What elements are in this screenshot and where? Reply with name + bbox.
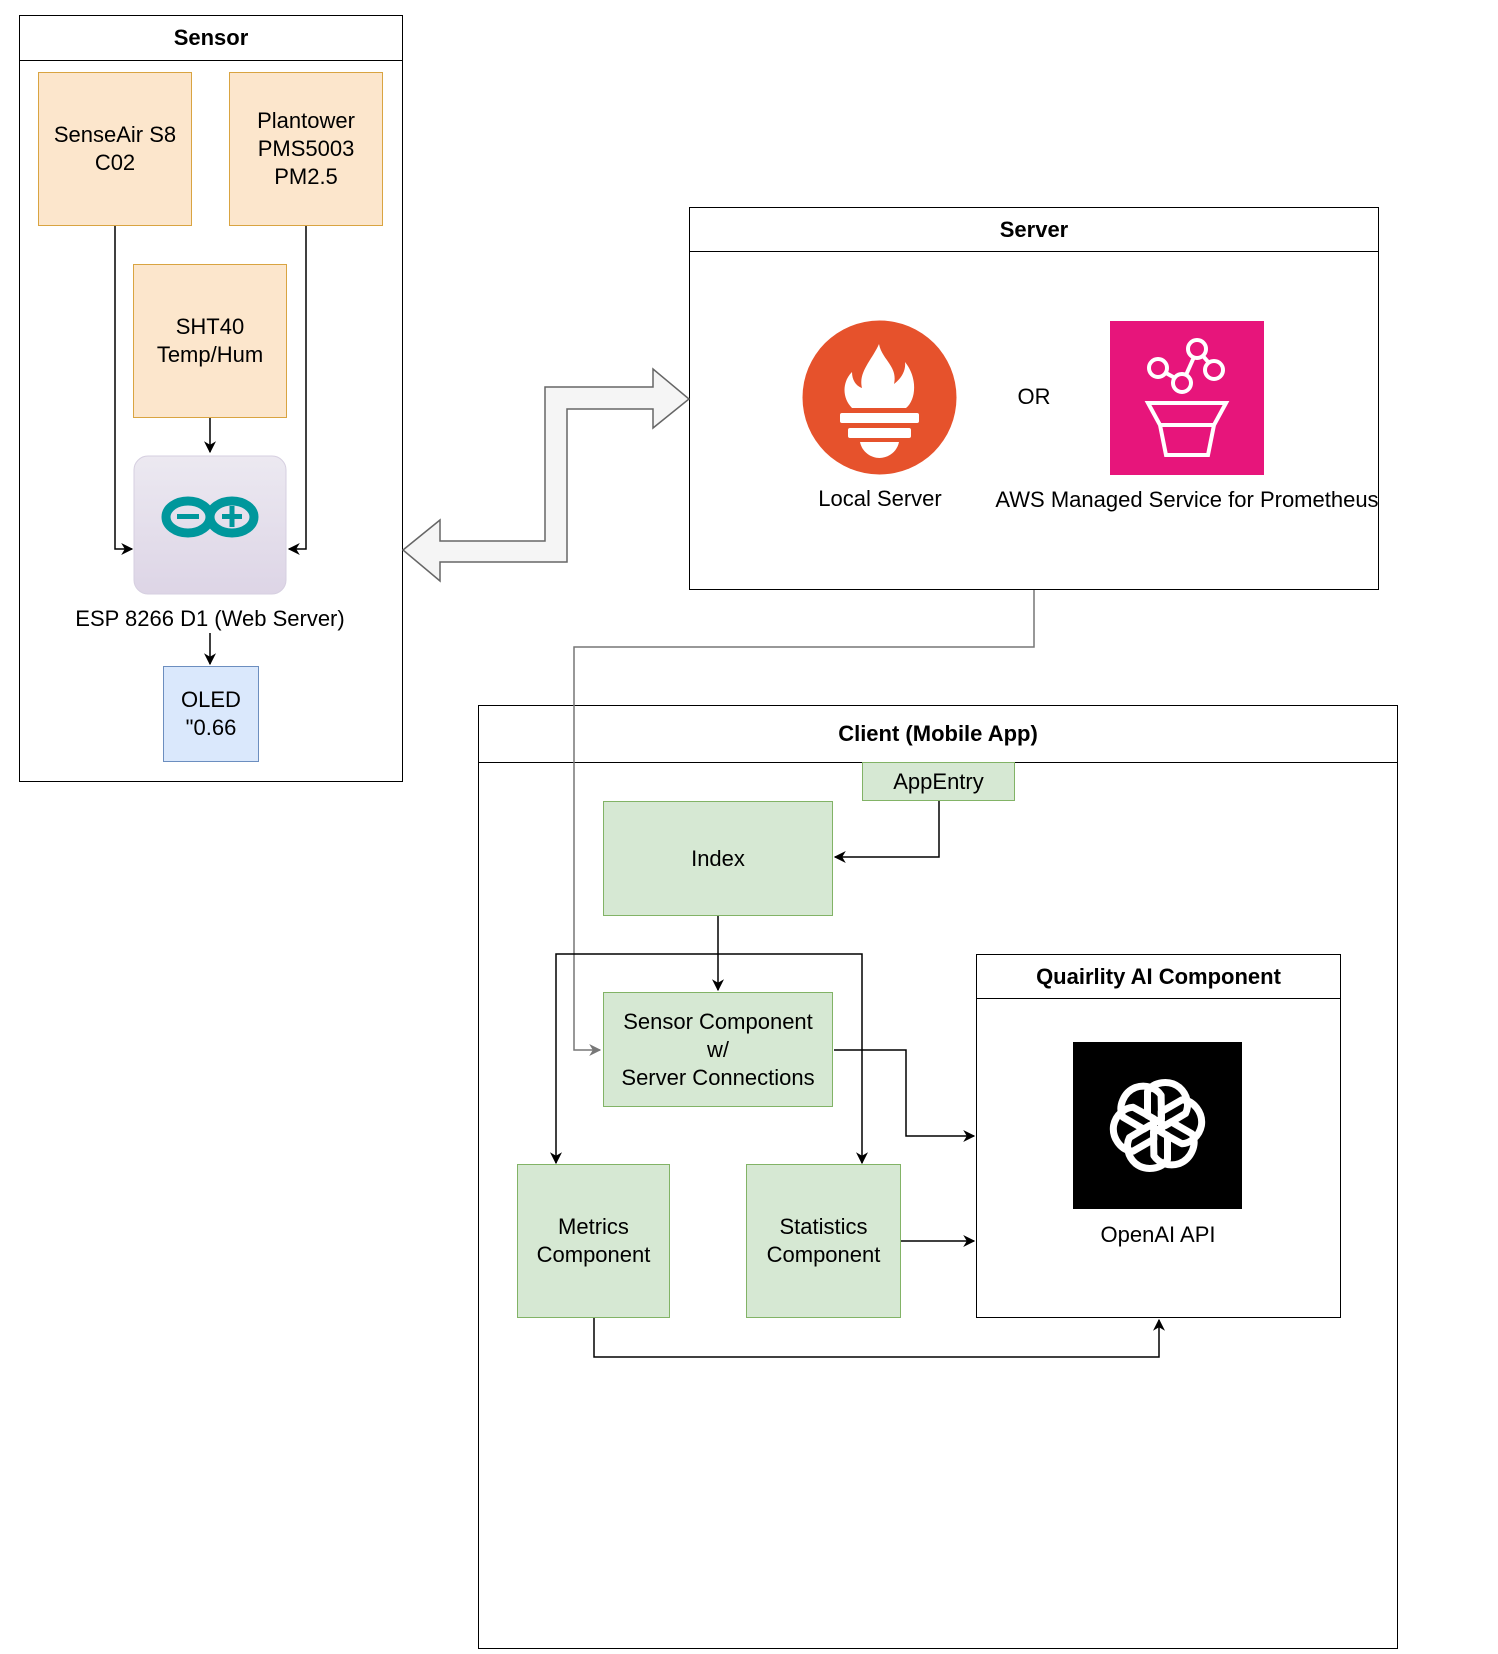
openai-logo-icon — [1073, 1042, 1242, 1209]
sensor-group-title: Sensor — [20, 16, 402, 61]
server-group-title: Server — [690, 208, 1378, 252]
aws-managed-prometheus-label: AWS Managed Service for Prometheus — [995, 487, 1379, 512]
sht40-node: SHT40 Temp/Hum — [133, 264, 287, 418]
esp8266-label: ESP 8266 D1 (Web Server) — [75, 606, 345, 631]
oled-node: OLED "0.66 — [163, 666, 259, 762]
arduino-logo-icon — [133, 455, 287, 595]
openai-api-label: OpenAI API — [1100, 1222, 1216, 1247]
sensor-component-to-ai-arrow — [834, 1049, 976, 1142]
prometheus-flame-icon — [802, 320, 957, 475]
senseair-to-esp-arrow — [114, 226, 134, 555]
plantower-to-esp-arrow — [287, 226, 307, 555]
senseair-s8-node: SenseAir S8 C02 — [38, 72, 192, 226]
metrics-component-node: Metrics Component — [517, 1164, 670, 1318]
index-node: Index — [603, 801, 833, 916]
or-label: OR — [1017, 384, 1051, 409]
server-group: Server — [689, 207, 1379, 590]
metrics-to-ai-arrow — [593, 1318, 1165, 1358]
appentry-node: AppEntry — [862, 762, 1015, 801]
ai-group-title: Quairlity AI Component — [977, 955, 1340, 999]
to-statistics-arrow — [718, 953, 868, 1165]
sensor-server-bidirectional-arrow — [401, 367, 691, 583]
plantower-pms5003-node: Plantower PMS5003 PM2.5 — [229, 72, 383, 226]
sensor-component-node: Sensor Component w/ Server Connections — [603, 992, 833, 1107]
local-server-label: Local Server — [818, 486, 942, 511]
server-to-sensor-component-arrow — [573, 590, 1035, 1056]
statistics-component-node: Statistics Component — [746, 1164, 901, 1318]
appentry-to-index-arrow — [833, 801, 940, 863]
aws-prometheus-icon — [1110, 321, 1264, 475]
to-metrics-arrow — [550, 953, 718, 1165]
